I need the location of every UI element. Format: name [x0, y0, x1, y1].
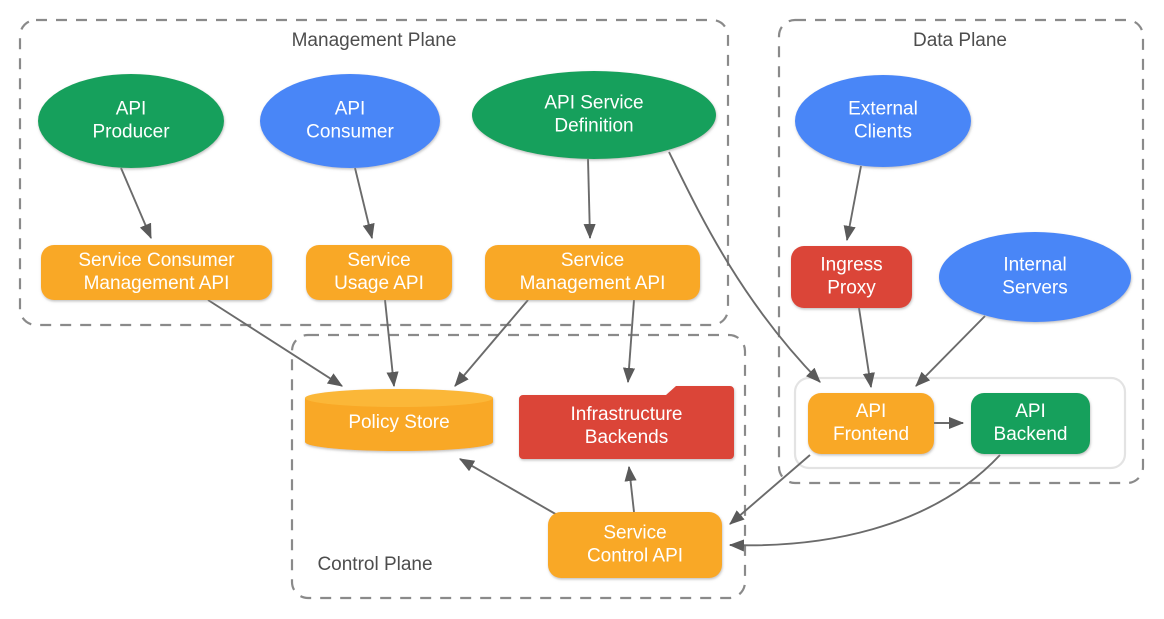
edge-usage-to-policy-store: [384, 299, 399, 388]
plane-title: Data Plane: [913, 30, 1007, 51]
edge-consumer-mgmt-to-policy-store: [207, 299, 343, 387]
node-shape-ellipse[interactable]: [795, 75, 971, 167]
node-shape-rect[interactable]: [808, 393, 934, 454]
plane-border: [290, 333, 747, 600]
node-shape-rect[interactable]: [548, 512, 722, 578]
node-shape-rect[interactable]: [485, 245, 700, 300]
plane-data-plane: [777, 18, 1145, 485]
node-shape-cylinder[interactable]: [305, 389, 493, 451]
edge-definition-to-service-mgmt: [583, 158, 596, 240]
edge-definition-to-api-frontend: [668, 151, 821, 383]
edge-external-clients-to-ingress: [843, 165, 862, 242]
node-shape-ellipse[interactable]: [260, 74, 440, 168]
edge-api-frontend-to-service-control: [729, 454, 811, 525]
plane-control-plane: [290, 333, 747, 600]
edge-service-control-to-infrastructure: [624, 465, 637, 513]
plane-border: [777, 18, 1145, 485]
edge-ingress-to-api-frontend: [858, 307, 875, 389]
plane-title: Management Plane: [292, 30, 457, 51]
edge-service-mgmt-to-infrastructure: [622, 299, 636, 384]
edge-service-mgmt-to-policy-store: [454, 299, 529, 387]
groups-layer: [793, 376, 1127, 470]
node-shape-rect[interactable]: [41, 245, 272, 300]
edges-layer: [120, 151, 1001, 552]
edge-consumer-to-usage: [354, 167, 375, 240]
node-shape-rect[interactable]: [306, 245, 452, 300]
node-policy-store[interactable]: Policy Store: [305, 389, 493, 451]
edge-service-control-to-policy-store: [459, 458, 560, 517]
node-shape-ellipse[interactable]: [939, 232, 1131, 322]
node-shape-rect[interactable]: [971, 393, 1090, 454]
cylinder-top: [305, 389, 493, 407]
node-shape-ellipse[interactable]: [38, 74, 224, 168]
plane-title: Control Plane: [317, 554, 432, 575]
planes-layer: [18, 18, 1145, 600]
group-box-api-gateway-group: [793, 376, 1127, 470]
cylinder-body: [305, 398, 493, 451]
node-shape-ellipse[interactable]: [472, 71, 716, 159]
node-shape-folder[interactable]: [519, 386, 734, 459]
edge-api-backend-to-service-control: [728, 454, 1001, 552]
edge-internal-servers-to-api-frontend: [915, 315, 986, 387]
node-shape-rect[interactable]: [791, 246, 912, 308]
edge-producer-to-consumer-mgmt: [120, 167, 152, 240]
